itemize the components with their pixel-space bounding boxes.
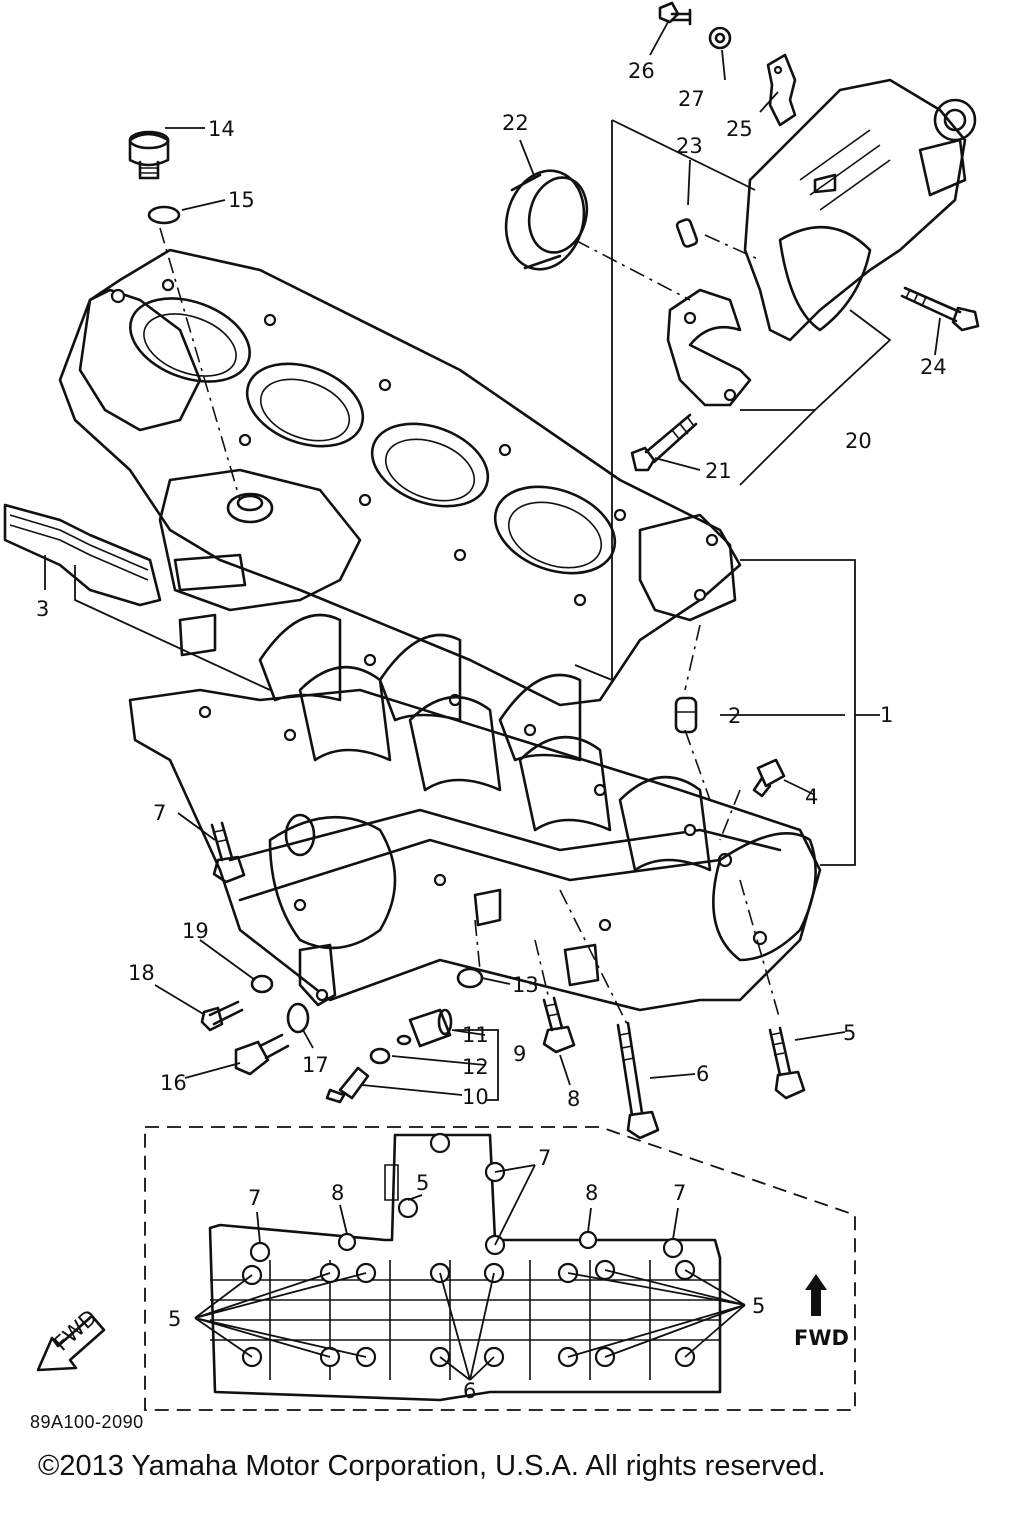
pin-23 xyxy=(675,218,699,248)
label-part-4: 4 xyxy=(805,785,818,809)
label-part-23: 23 xyxy=(676,134,703,158)
diagram-code: 89A100-2090 xyxy=(30,1412,144,1432)
detail-label-8-right: 8 xyxy=(585,1181,598,1205)
label-part-11: 11 xyxy=(462,1023,489,1047)
washer-13 xyxy=(456,967,484,989)
bearing-cap-lower xyxy=(666,288,752,407)
detail-label-5-left: 5 xyxy=(168,1307,181,1331)
washer-17 xyxy=(286,1002,310,1034)
bolt-26 xyxy=(658,1,692,26)
bearing-22 xyxy=(504,169,589,271)
label-part-26: 26 xyxy=(628,59,655,83)
detail-label-7-left: 7 xyxy=(248,1186,261,1210)
drain-bolt-14 xyxy=(128,130,170,180)
lower-crankcase xyxy=(128,653,822,1012)
washer-12 xyxy=(369,1047,391,1065)
washer-19 xyxy=(250,974,274,994)
fitting-11 xyxy=(408,1008,453,1048)
bolt-8 xyxy=(542,996,576,1054)
label-part-3: 3 xyxy=(36,597,49,621)
fwd-up-arrow-icon xyxy=(805,1274,827,1316)
label-part-22: 22 xyxy=(502,111,529,135)
sensor-4 xyxy=(752,758,786,798)
label-part-1: 1 xyxy=(880,703,893,727)
washer-15 xyxy=(147,205,181,225)
fwd-arrow-text: FWD xyxy=(49,1305,101,1356)
label-part-27: 27 xyxy=(678,87,705,111)
fwd-label: FWD xyxy=(794,1326,849,1350)
detail-label-8-left: 8 xyxy=(331,1181,344,1205)
label-part-8: 8 xyxy=(567,1087,580,1111)
label-part-12: 12 xyxy=(462,1055,489,1079)
clamp-25 xyxy=(766,53,797,127)
detail-label-5-top: 5 xyxy=(416,1171,429,1195)
bolt-18 xyxy=(200,1000,244,1032)
label-part-24: 24 xyxy=(920,355,947,379)
copyright-notice: ©2013 Yamaha Motor Corporation, U.S.A. A… xyxy=(38,1450,826,1482)
oring-11 xyxy=(396,1034,412,1046)
detail-label-7-right: 7 xyxy=(673,1181,686,1205)
upper-crankcase xyxy=(58,248,742,762)
label-part-14: 14 xyxy=(208,117,235,141)
detail-label-6: 6 xyxy=(463,1379,476,1403)
part-labels: 1 2 3 4 5 6 7 8 9 10 11 12 13 14 15 16 1… xyxy=(36,59,947,1111)
detail-label-5-right: 5 xyxy=(752,1294,765,1318)
label-part-7: 7 xyxy=(153,801,166,825)
label-part-10: 10 xyxy=(462,1085,489,1109)
label-part-13: 13 xyxy=(512,973,539,997)
bolt-21 xyxy=(630,413,698,472)
bolt-24 xyxy=(900,286,980,332)
label-part-5: 5 xyxy=(843,1021,856,1045)
detail-labels: 7 8 5 7 8 7 5 5 6 FWD xyxy=(168,1146,849,1403)
detail-label-7-top: 7 xyxy=(538,1146,551,1170)
fwd-diagonal-arrow-icon: FWD xyxy=(36,1305,106,1372)
label-part-2: 2 xyxy=(728,704,741,728)
label-part-19: 19 xyxy=(182,919,209,943)
label-part-21: 21 xyxy=(705,459,732,483)
dowel-2 xyxy=(674,696,698,734)
bolt-5 xyxy=(768,1026,806,1100)
end-cover-assembly xyxy=(743,78,977,342)
label-part-25: 25 xyxy=(726,117,753,141)
label-part-16: 16 xyxy=(160,1071,187,1095)
bolt-7 xyxy=(210,821,246,884)
oil-seal-3 xyxy=(3,503,162,607)
label-part-20: 20 xyxy=(845,429,872,453)
bottom-view-detail xyxy=(144,1126,856,1411)
bolt-6 xyxy=(616,1021,660,1140)
label-part-15: 15 xyxy=(228,188,255,212)
bolt-10 xyxy=(325,1066,370,1104)
label-part-18: 18 xyxy=(128,961,155,985)
bolt-16 xyxy=(234,1033,290,1076)
label-part-6: 6 xyxy=(696,1062,709,1086)
label-part-17: 17 xyxy=(302,1053,329,1077)
label-part-9: 9 xyxy=(513,1042,526,1066)
nut-27 xyxy=(708,26,732,50)
